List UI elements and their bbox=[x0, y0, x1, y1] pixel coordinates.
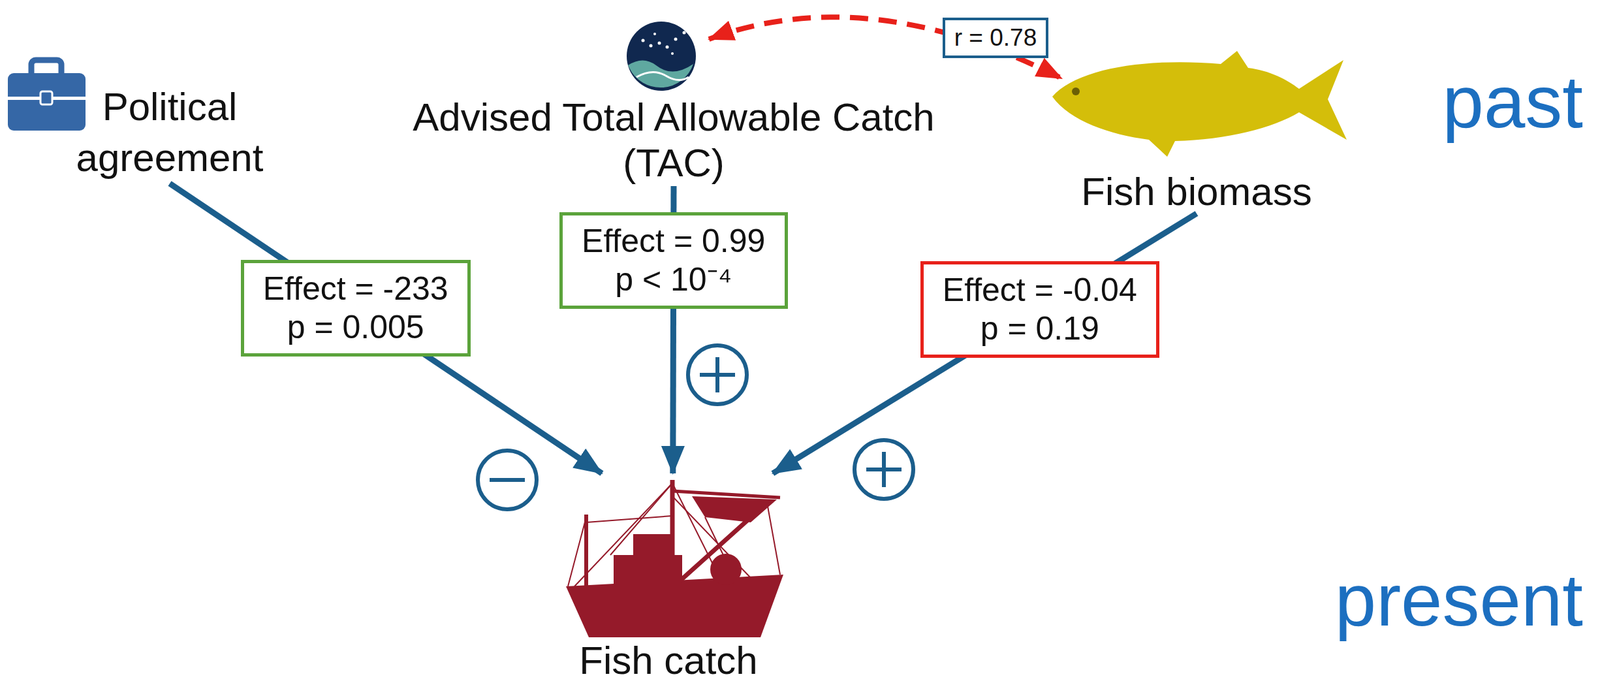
node-box: Political agreement bbox=[45, 81, 294, 184]
plus-sign bbox=[688, 345, 747, 405]
boat-winch bbox=[710, 553, 742, 585]
minus-sign bbox=[477, 450, 537, 510]
fish-eye bbox=[1071, 87, 1080, 96]
effect-box: Effect = -0.04 p = 0.19 bbox=[920, 261, 1160, 358]
fish-body bbox=[1052, 50, 1347, 157]
effect-arrow bbox=[772, 213, 1197, 474]
boat-boom bbox=[672, 490, 781, 498]
logo-disc bbox=[626, 21, 696, 91]
briefcase-clasp bbox=[40, 91, 53, 105]
time-label: past bbox=[1442, 64, 1584, 140]
edge-label: r = 0.78 bbox=[954, 24, 1038, 53]
correlation-arrow bbox=[708, 16, 1062, 79]
node-label: Advised Total Allowable Catch (TAC) bbox=[379, 94, 968, 187]
boat-net bbox=[691, 496, 777, 523]
briefcase-body bbox=[7, 73, 86, 131]
effect-box: Effect = 0.99 p < 10⁻⁴ bbox=[559, 212, 788, 309]
node-box: Advised Total Allowable Catch (TAC) bbox=[379, 39, 968, 187]
logo-wave bbox=[627, 60, 694, 89]
logo-stars bbox=[641, 31, 687, 56]
node-label: Political agreement bbox=[45, 81, 294, 184]
node-label: Fish catch bbox=[579, 641, 758, 681]
node-label: Fish biomass bbox=[1081, 170, 1312, 214]
fish-silhouette bbox=[1052, 50, 1347, 157]
edge-label: Effect = -0.04 p = 0.19 bbox=[940, 270, 1140, 348]
edge-label: Effect = 0.99 p < 10⁻⁴ bbox=[579, 221, 768, 299]
node-box: Fish biomass bbox=[1043, 78, 1350, 214]
logo-wave-line bbox=[636, 71, 689, 80]
correlation-box: r = 0.78 bbox=[942, 17, 1050, 59]
boat-mast bbox=[584, 514, 589, 588]
time-label: present bbox=[1334, 562, 1584, 638]
node-box: Fish catch bbox=[557, 473, 780, 681]
boat-mast bbox=[670, 479, 675, 588]
tac-logo bbox=[626, 21, 696, 91]
effect-arrow bbox=[169, 183, 602, 474]
boat-wheelhouse bbox=[633, 533, 672, 558]
briefcase-icon bbox=[7, 60, 86, 131]
fishing-boat bbox=[565, 479, 784, 638]
edge-label: Effect = -233 p = 0.005 bbox=[261, 269, 451, 347]
plus-sign bbox=[854, 439, 914, 499]
boat-rigging bbox=[567, 483, 781, 587]
effect-box: Effect = -233 p = 0.005 bbox=[240, 259, 471, 357]
